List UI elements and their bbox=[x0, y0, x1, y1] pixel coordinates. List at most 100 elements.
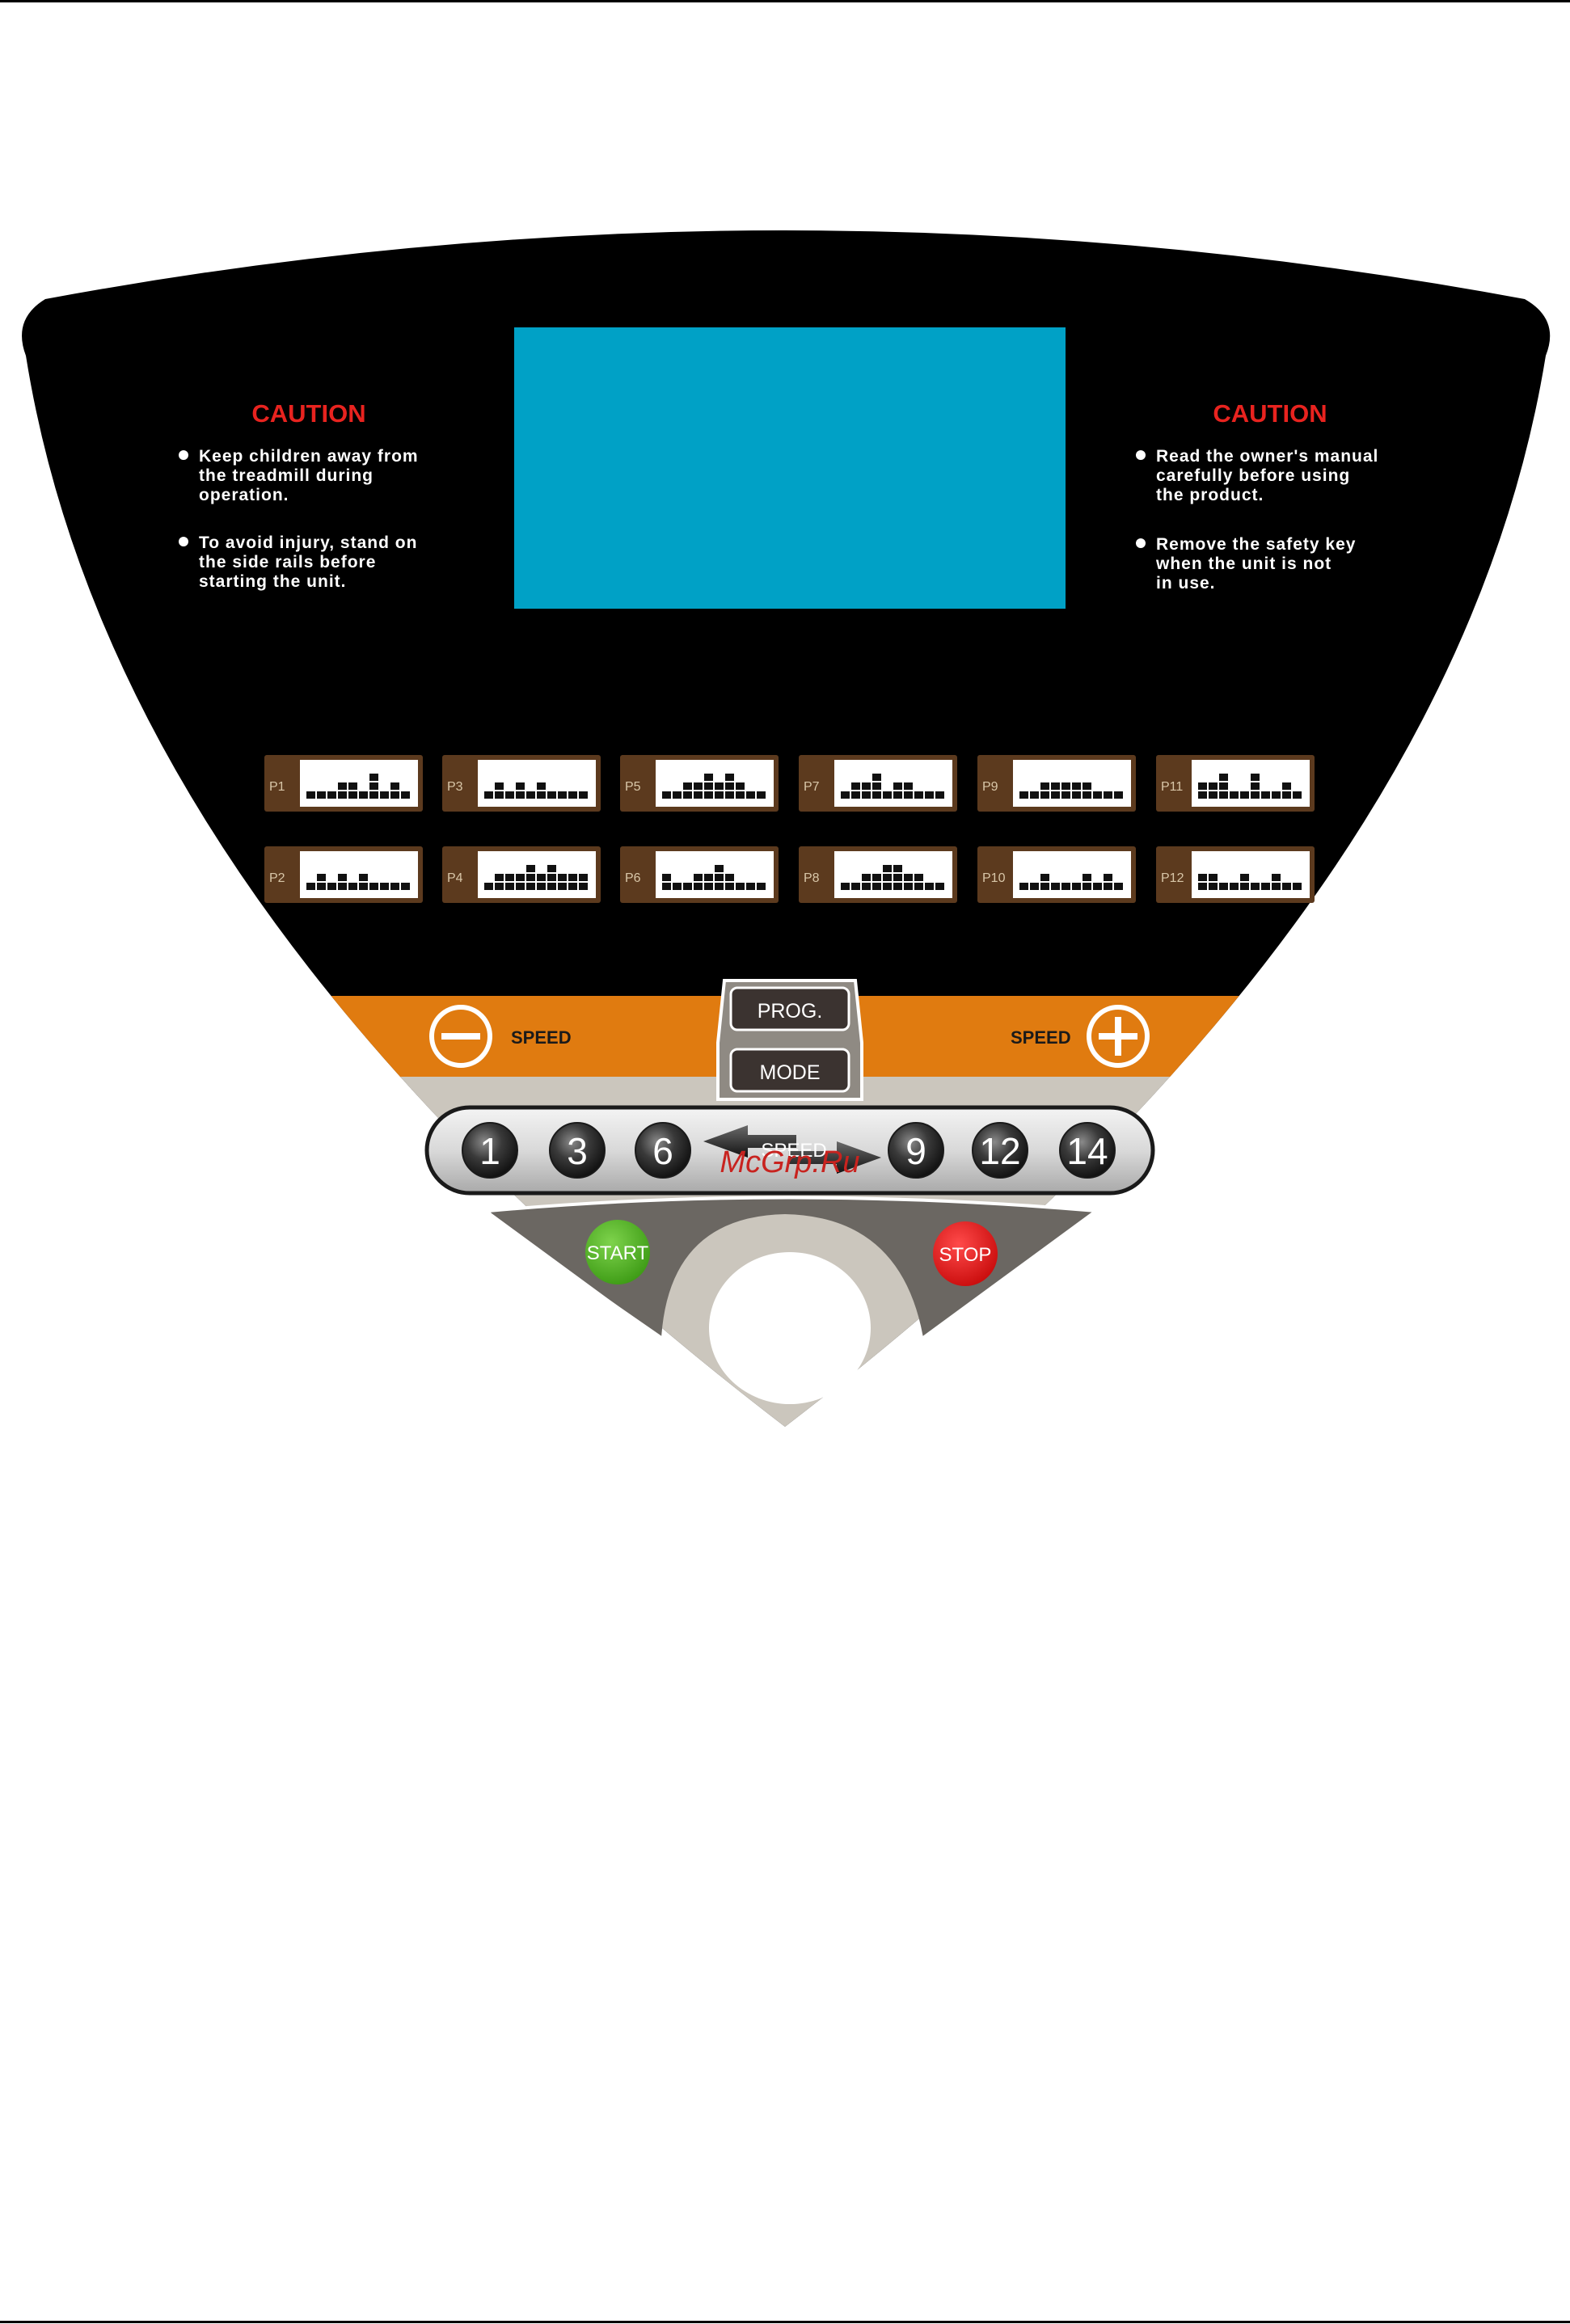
minus-icon[interactable] bbox=[429, 1005, 492, 1068]
quick-speed-face[interactable] bbox=[549, 1122, 606, 1179]
program-label: P10 bbox=[982, 871, 1006, 885]
quick-speed-face[interactable] bbox=[462, 1122, 518, 1179]
profile-segment bbox=[1219, 791, 1228, 799]
profile-segment bbox=[925, 883, 934, 890]
profile-segment bbox=[1061, 782, 1070, 790]
mode-button[interactable]: MODE bbox=[729, 1048, 850, 1093]
profile-segment bbox=[872, 883, 881, 890]
profile-segment bbox=[725, 874, 734, 881]
profile-segment bbox=[704, 782, 713, 790]
bullet-dot bbox=[1136, 538, 1146, 548]
profile-segment bbox=[359, 883, 368, 890]
profile-segment bbox=[694, 883, 703, 890]
program-card-p8: P8 bbox=[799, 846, 957, 903]
profile-segment bbox=[317, 791, 326, 799]
profile-segment bbox=[359, 791, 368, 799]
program-card-p7: P7 bbox=[799, 755, 957, 812]
profile-segment bbox=[1083, 883, 1091, 890]
profile-segment bbox=[1040, 791, 1049, 799]
profile-segment bbox=[369, 774, 378, 781]
profile-segment bbox=[662, 883, 671, 890]
profile-segment bbox=[369, 883, 378, 890]
quick-speed-label: 12 bbox=[979, 1130, 1020, 1172]
quick-speed-6-button[interactable]: 6 bbox=[635, 1122, 691, 1179]
profile-segment bbox=[1061, 791, 1070, 799]
profile-segment bbox=[338, 874, 347, 881]
profile-segment bbox=[495, 874, 504, 881]
quick-speed-1-button[interactable]: 1 bbox=[462, 1122, 518, 1179]
profile-segment bbox=[579, 791, 588, 799]
profile-segment bbox=[662, 791, 671, 799]
program-profile-window bbox=[300, 760, 418, 807]
profile-segment bbox=[662, 874, 671, 881]
profile-segment bbox=[725, 782, 734, 790]
quick-speed-label: 9 bbox=[905, 1130, 926, 1172]
profile-segment bbox=[568, 874, 577, 881]
quick-speed-14-button[interactable]: 14 bbox=[1059, 1122, 1116, 1179]
quick-speed-face[interactable] bbox=[1059, 1122, 1116, 1179]
profile-segment bbox=[1072, 791, 1081, 799]
profile-segment bbox=[516, 791, 525, 799]
profile-segment bbox=[579, 874, 588, 881]
profile-segment bbox=[401, 791, 410, 799]
quick-speed-face[interactable] bbox=[972, 1122, 1028, 1179]
quick-speed-12-button[interactable]: 12 bbox=[972, 1122, 1028, 1179]
profile-segment bbox=[516, 782, 525, 790]
profile-segment bbox=[914, 791, 923, 799]
profile-segment bbox=[694, 791, 703, 799]
profile-segment bbox=[1272, 874, 1281, 881]
profile-segment bbox=[736, 782, 745, 790]
start-button-face[interactable] bbox=[585, 1220, 650, 1284]
stop-button[interactable]: STOP bbox=[933, 1221, 998, 1286]
prog-button-face[interactable] bbox=[729, 986, 850, 1031]
profile-segment bbox=[495, 791, 504, 799]
prog-button[interactable]: PROG. bbox=[729, 986, 850, 1031]
profile-segment bbox=[862, 791, 871, 799]
caution-left-line: To avoid injury, stand on bbox=[199, 534, 417, 552]
speed-minus-button[interactable] bbox=[429, 1005, 492, 1068]
mode-button-label: MODE bbox=[760, 1061, 821, 1084]
profile-segment bbox=[1019, 791, 1028, 799]
quick-speed-face[interactable] bbox=[635, 1122, 691, 1179]
profile-segment bbox=[1019, 883, 1028, 890]
profile-segment bbox=[925, 791, 934, 799]
speed-plus-button[interactable] bbox=[1087, 1005, 1150, 1068]
profile-segment bbox=[547, 883, 556, 890]
start-button[interactable]: START bbox=[585, 1220, 650, 1284]
quick-speed-strip bbox=[424, 1105, 1155, 1196]
speed-plus-label: SPEED bbox=[1011, 1027, 1071, 1048]
profile-segment bbox=[1293, 791, 1302, 799]
quick-speed-3-button[interactable]: 3 bbox=[549, 1122, 606, 1179]
profile-segment bbox=[1230, 883, 1239, 890]
program-label: P1 bbox=[269, 780, 285, 794]
quick-speed-label: 3 bbox=[567, 1130, 588, 1172]
profile-segment bbox=[851, 782, 860, 790]
profile-segment bbox=[547, 865, 556, 872]
mode-button-face[interactable] bbox=[729, 1048, 850, 1093]
profile-segment bbox=[505, 883, 514, 890]
profile-segment bbox=[516, 874, 525, 881]
program-label: P5 bbox=[625, 780, 641, 794]
profile-segment bbox=[495, 883, 504, 890]
profile-segment bbox=[306, 791, 315, 799]
quick-speed-label: 1 bbox=[479, 1130, 500, 1172]
profile-segment bbox=[683, 782, 692, 790]
plus-icon[interactable] bbox=[1087, 1005, 1150, 1068]
minus-bar bbox=[441, 1033, 480, 1040]
quick-speed-face[interactable] bbox=[888, 1122, 944, 1179]
profile-segment bbox=[526, 791, 535, 799]
profile-segment bbox=[725, 774, 734, 781]
caution-right-line: Remove the safety key bbox=[1156, 535, 1356, 554]
stop-button-face[interactable] bbox=[933, 1221, 998, 1286]
program-card-p12: P12 bbox=[1156, 846, 1315, 903]
bullet-dot bbox=[179, 450, 188, 460]
profile-segment bbox=[904, 782, 913, 790]
profile-segment bbox=[841, 791, 850, 799]
quick-speed-9-button[interactable]: 9 bbox=[888, 1122, 944, 1179]
profile-segment bbox=[484, 791, 493, 799]
profile-segment bbox=[935, 883, 944, 890]
profile-segment bbox=[872, 774, 881, 781]
program-label: P12 bbox=[1161, 871, 1184, 885]
profile-segment bbox=[348, 883, 357, 890]
arrow-right-icon bbox=[788, 1141, 881, 1174]
